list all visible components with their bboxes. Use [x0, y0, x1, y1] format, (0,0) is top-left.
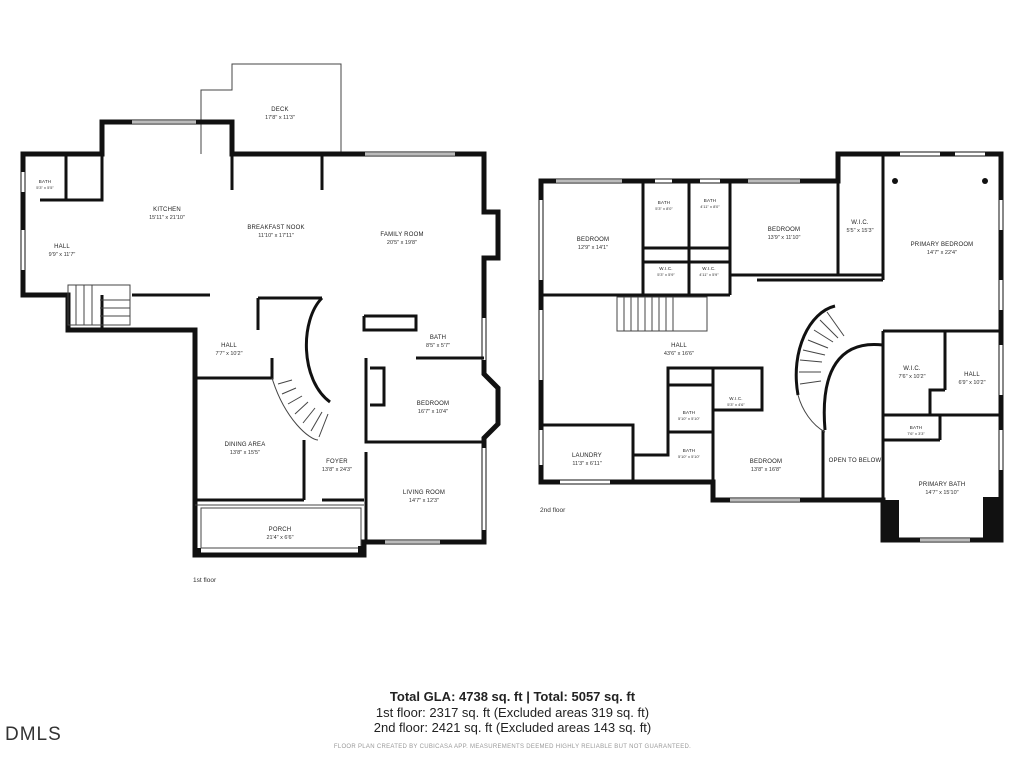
room-name-hall-left: HALL — [54, 244, 70, 250]
room-dims-living-room: 14'7" x 12'3" — [409, 498, 439, 504]
room-name-breakfast-nook: BREAKFAST NOOK — [247, 225, 304, 231]
room-dims-bath-e: 5'10" x 5'10" — [678, 454, 701, 459]
room-name-bath-a: BATH — [658, 200, 670, 205]
room-name-bath-c: BATH — [683, 410, 695, 415]
room-name-wic-a: W.I.C. — [659, 266, 672, 271]
room-dims-foyer: 13'8" x 24'3" — [322, 467, 352, 473]
room-name-bath-d: BATH — [910, 425, 922, 430]
room-name-hall-center: HALL — [221, 343, 237, 349]
room-dims-wic-e: 5'3" x 4'6" — [727, 402, 745, 407]
room-dims-hall-center: 7'7" x 10'2" — [215, 351, 242, 357]
room-dims-bath-small: 5'3" x 5'5" — [36, 185, 54, 190]
room-dims-bath-c: 5'10" x 5'10" — [678, 416, 701, 421]
room-dims-bath-d: 7'6" x 3'3" — [907, 431, 925, 436]
total-area-summary: Total GLA: 4738 sq. ft | Total: 5057 sq.… — [389, 689, 636, 704]
room-dims-hall-right: 6'9" x 10'2" — [958, 380, 985, 386]
room-name-bath-b: BATH — [704, 198, 716, 203]
room-dims-bedroom-c: 13'8" x 16'8" — [751, 467, 781, 473]
room-name-dining-area: DINING AREA — [225, 442, 266, 448]
room-name-wic-b: W.I.C. — [702, 266, 715, 271]
floor1-area-summary: 1st floor: 2317 sq. ft (Excluded areas 3… — [375, 705, 650, 720]
room-name-family-room: FAMILY ROOM — [380, 232, 423, 238]
room-dims-primary-bath: 14'7" x 15'10" — [925, 490, 958, 496]
room-name-open-to-below: OPEN TO BELOW — [829, 458, 882, 464]
floor2-area-summary: 2nd floor: 2421 sq. ft (Excluded areas 1… — [373, 720, 652, 735]
room-name-primary-bath: PRIMARY BATH — [919, 482, 966, 488]
room-dims-bath-b: 4'11" x 8'0" — [700, 204, 720, 209]
room-name-bath-e: BATH — [683, 448, 695, 453]
room-name-bedroom-a: BEDROOM — [577, 237, 609, 243]
room-name-bedroom: BEDROOM — [417, 401, 449, 407]
room-dims-bedroom: 16'7" x 10'4" — [418, 409, 448, 415]
room-dims-bedroom-b: 13'9" x 11'10" — [768, 235, 801, 241]
room-dims-bath: 8'5" x 5'7" — [426, 343, 450, 349]
room-dims-wic-d: 7'6" x 10'2" — [898, 374, 925, 380]
floor-1-label: 1st floor — [193, 577, 217, 584]
room-dims-family-room: 20'5" x 19'8" — [387, 240, 417, 246]
room-dims-breakfast-nook: 11'10" x 17'11" — [258, 233, 294, 239]
room-dims-primary-bedroom: 14'7" x 22'4" — [927, 250, 957, 256]
room-name-primary-bedroom: PRIMARY BEDROOM — [911, 242, 974, 248]
stairs-floor2-straight — [616, 296, 708, 332]
floorplan-credit: FLOOR PLAN CREATED BY CUBICASA APP. MEAS… — [333, 744, 692, 750]
room-name-living-room: LIVING ROOM — [403, 490, 445, 496]
curved-staircase-floor1 — [271, 296, 331, 441]
room-name-porch: PORCH — [269, 527, 292, 533]
room-name-wic-c: W.I.C. — [851, 220, 869, 226]
floor-2-label: 2nd floor — [540, 507, 566, 514]
room-dims-bath-a: 5'3" x 8'0" — [655, 206, 673, 211]
room-name-wic-e: W.I.C. — [729, 396, 742, 401]
room-dims-hall: 43'6" x 16'6" — [664, 351, 694, 357]
room-dims-wic-b: 4'11" x 5'9" — [699, 272, 719, 277]
room-name-laundry: LAUNDRY — [572, 453, 602, 459]
room-dims-bedroom-a: 12'9" x 14'1" — [578, 245, 608, 251]
room-name-deck: DECK — [271, 107, 288, 113]
room-dims-kitchen: 15'11" x 21'10" — [149, 215, 185, 221]
deck-outline — [200, 63, 342, 154]
room-name-bath-small: BATH — [39, 179, 51, 184]
room-name-hall: HALL — [671, 343, 687, 349]
room-name-wic-d: W.I.C. — [903, 366, 921, 372]
room-dims-dining-area: 13'8" x 15'5" — [230, 450, 260, 456]
floor-1-plan: DECK 17'8" x 11'3" KITCHEN 15'11" x 21'1… — [20, 63, 501, 584]
room-name-bath: BATH — [430, 335, 446, 341]
floor-2-plan: BEDROOM 12'9" x 14'1" BATH 5'3" x 8'0" B… — [538, 151, 1004, 543]
floor1-exterior-wall — [20, 119, 501, 558]
room-name-bedroom-c: BEDROOM — [750, 459, 782, 465]
room-dims-hall-left: 9'9" x 11'7" — [49, 252, 76, 258]
stairs-floor1-left — [67, 284, 131, 326]
room-dims-deck: 17'8" x 11'3" — [265, 115, 295, 121]
room-dims-porch: 21'4" x 6'6" — [266, 535, 293, 541]
room-dims-laundry: 11'3" x 6'11" — [572, 461, 601, 467]
room-name-kitchen: KITCHEN — [153, 207, 181, 213]
room-name-foyer: FOYER — [326, 459, 348, 465]
dmls-logo: DMLS — [5, 724, 62, 745]
room-dims-wic-a: 5'3" x 5'9" — [657, 272, 675, 277]
room-name-bedroom-b: BEDROOM — [768, 227, 800, 233]
room-dims-wic-c: 5'5" x 15'3" — [846, 228, 873, 234]
room-name-hall-right: HALL — [964, 372, 980, 378]
curved-staircase-floor2 — [794, 304, 884, 433]
